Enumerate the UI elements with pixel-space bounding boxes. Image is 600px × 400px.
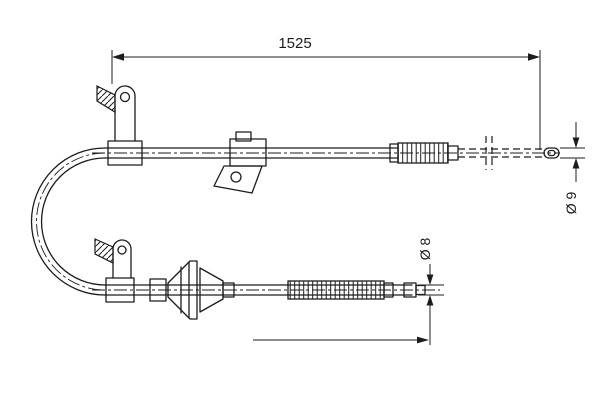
bottom-left-mounting-bracket [94,238,135,303]
cable-clamp [105,277,135,303]
top-cable-run [104,136,560,170]
top-left-mounting-bracket [96,85,143,166]
top-diameter-label: Ø 9 [563,192,579,215]
threaded-spring-section-bottom [287,280,385,300]
dimension-diameter-8: Ø 8 [253,238,444,345]
centerlines [36,152,560,291]
cable-u-bend [30,147,106,296]
dimension-arrow-up [572,158,580,169]
adjuster-boot [167,260,198,320]
bracket-tab-hatched [96,85,116,114]
dimension-arrow-up [426,295,434,306]
length-dimension-label: 1525 [278,35,311,52]
dimension-arrow-right [528,53,540,61]
cable-clamp [107,140,143,166]
dimension-arrow-down [426,274,434,285]
dimension-arrow-down [572,137,580,148]
top-middle-bracket [213,131,267,194]
bottom-diameter-label: Ø 8 [417,238,433,261]
boot-clamp [149,278,167,302]
bracket-plate [213,165,263,194]
adjuster-cone [199,267,224,313]
bracket-tab-hatched [94,238,114,264]
dimension-arrow-left [112,53,124,61]
mounting-hole [117,245,127,255]
dimension-diameter-9: Ø 9 [560,122,585,214]
mounting-hole [230,171,242,183]
cable-end-eyelet-top [543,147,560,159]
threaded-spring-section-top [397,142,449,164]
spring-end-cap-bottom [383,282,394,298]
bottom-cable-run [104,260,426,320]
cable-clamp [229,138,267,167]
mounting-hole [119,91,131,103]
dimension-length: 1525 [111,35,541,150]
spring-end-cap-top [447,145,459,161]
leader-arrow-right [417,336,429,344]
